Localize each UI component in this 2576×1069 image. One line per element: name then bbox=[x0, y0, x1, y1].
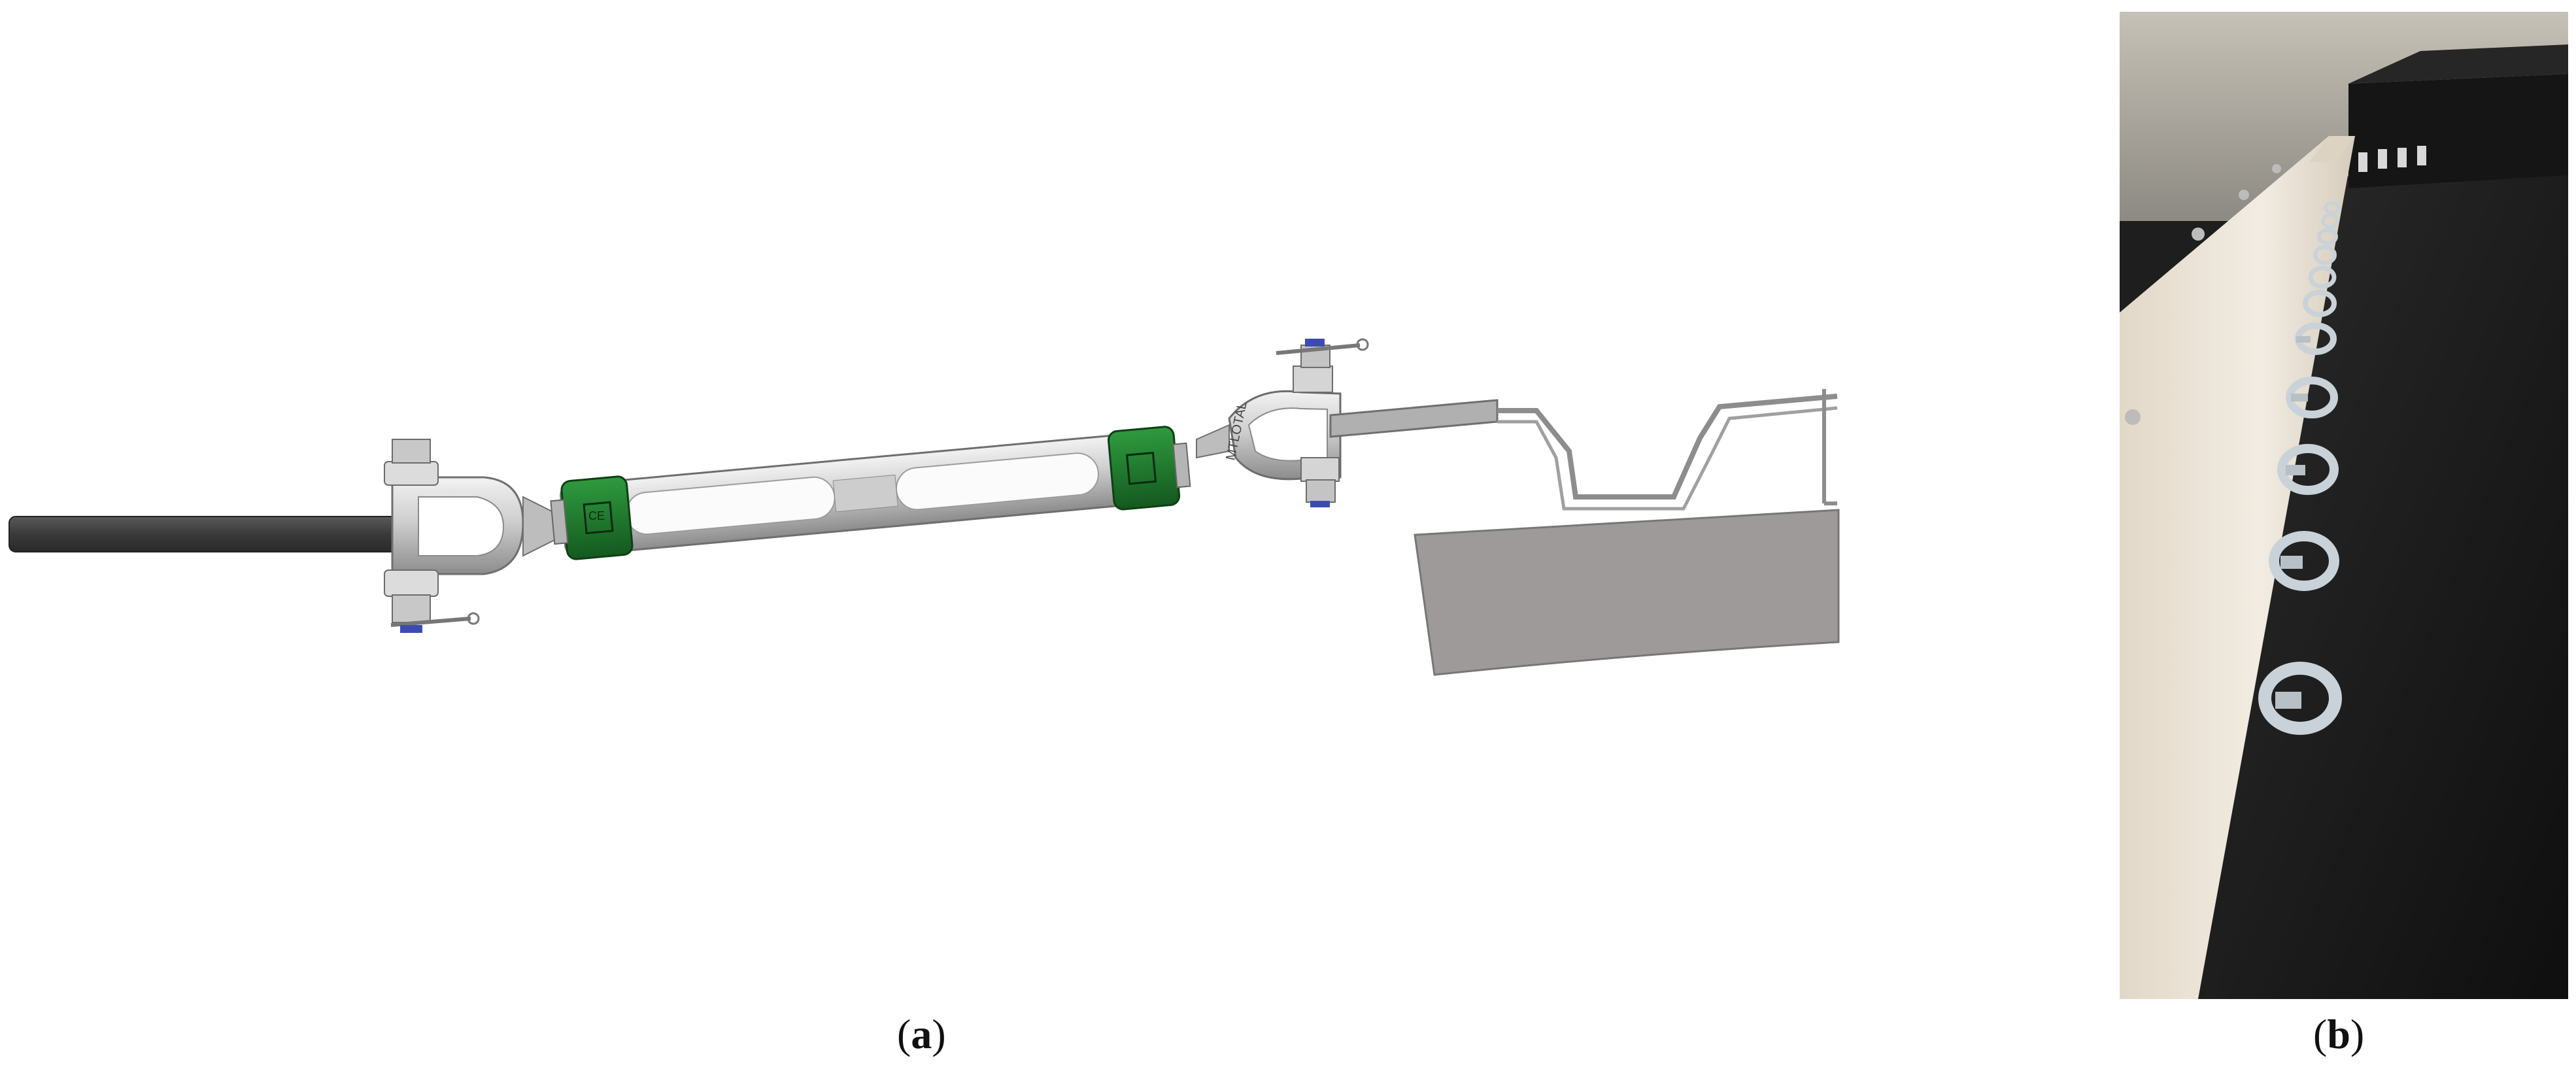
top-beam-bolts bbox=[2125, 164, 2281, 425]
caption-b-open: ( bbox=[2313, 1011, 2328, 1057]
eye-bolt-1 bbox=[2324, 201, 2341, 215]
eye-bolt-6 bbox=[2303, 290, 2337, 317]
turnbuckle bbox=[550, 426, 1191, 560]
caption-panel-a: (a) bbox=[897, 1010, 946, 1059]
strap-clamp bbox=[1329, 389, 1838, 511]
caption-panel-b: (b) bbox=[2313, 1010, 2364, 1059]
left-jaw-end bbox=[384, 439, 563, 633]
caption-b-letter: b bbox=[2327, 1011, 2350, 1057]
steel-plate bbox=[1414, 509, 1840, 676]
caption-a-letter: a bbox=[911, 1011, 932, 1057]
caption-a-close: ) bbox=[932, 1011, 946, 1057]
cad-rendering-panel-a: MTLOTAL CE bbox=[8, 338, 1840, 676]
eye-bolt-5 bbox=[2308, 265, 2337, 289]
right-shackle bbox=[1196, 338, 1369, 507]
eye-bolt-stems bbox=[2275, 336, 2311, 709]
caption-b-close: ) bbox=[2350, 1011, 2365, 1057]
eye-bolt-8 bbox=[2286, 377, 2338, 418]
equipment-box bbox=[2348, 44, 2568, 188]
eye-bolt-10 bbox=[2269, 531, 2339, 591]
photo-panel-b bbox=[2120, 12, 2568, 999]
caption-a-open: ( bbox=[897, 1011, 911, 1057]
wall-beam bbox=[2120, 136, 2355, 999]
eye-bolt-9 bbox=[2277, 444, 2339, 495]
eye-bolt-11 bbox=[2258, 662, 2342, 735]
eye-bolt-4 bbox=[2313, 245, 2337, 265]
eye-bolt-3 bbox=[2317, 228, 2338, 245]
ce-marking: CE bbox=[588, 509, 605, 522]
eye-bolt-2 bbox=[2321, 213, 2339, 229]
